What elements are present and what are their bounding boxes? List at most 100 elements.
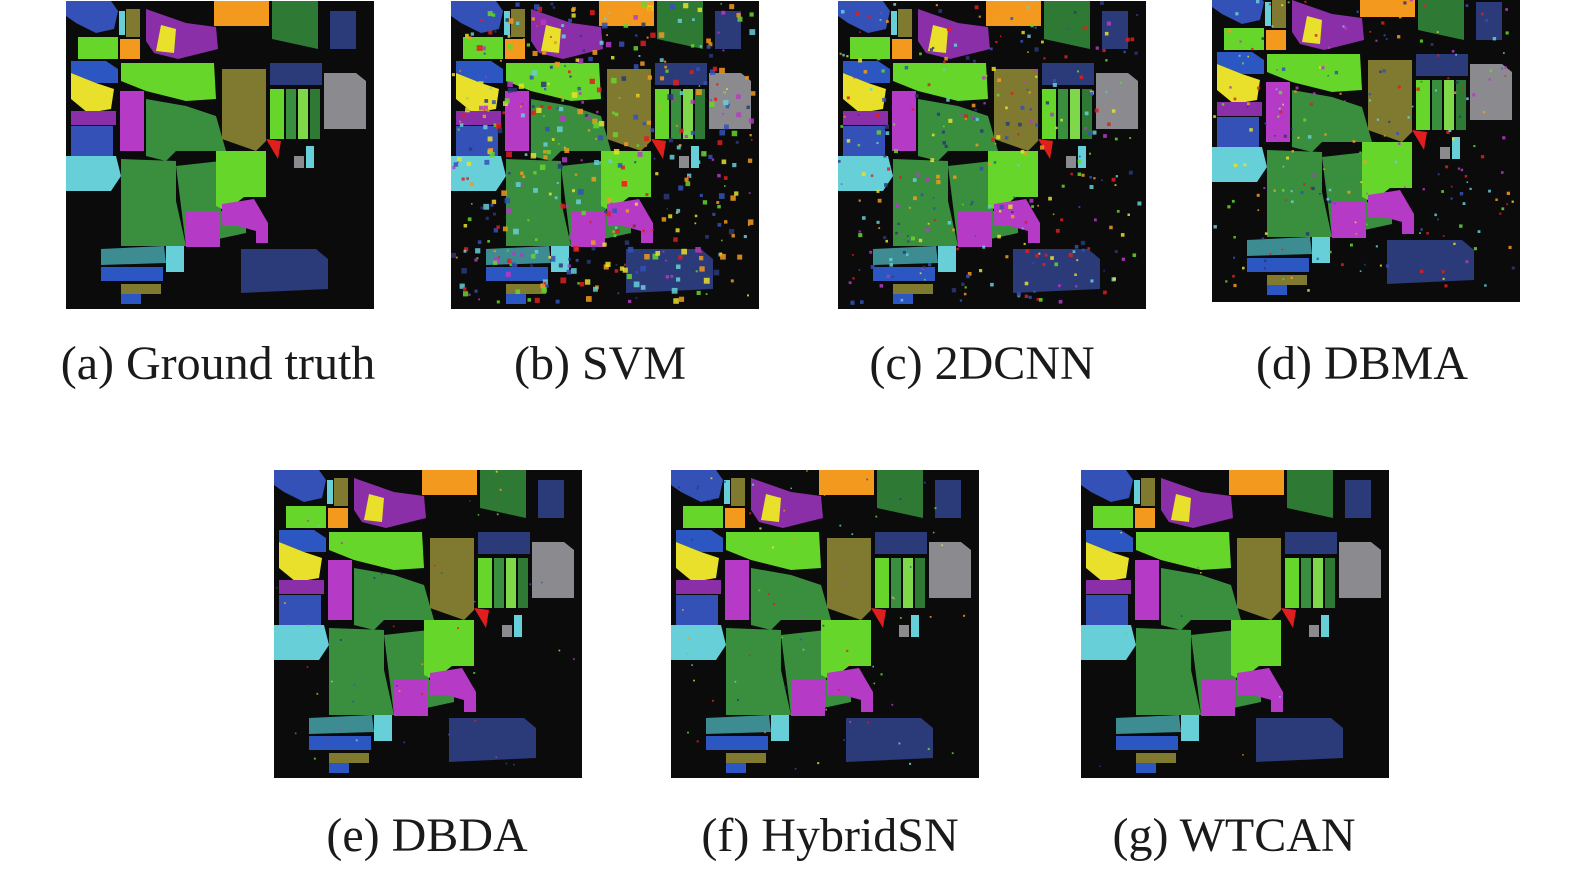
class-region-olive: [731, 478, 745, 506]
noise-pixel: [1277, 115, 1280, 118]
noise-pixel: [1506, 203, 1509, 206]
noise-pixel: [1123, 50, 1126, 54]
noise-pixel: [473, 672, 476, 674]
noise-pixel: [493, 228, 499, 233]
noise-pixel: [1032, 262, 1035, 264]
noise-pixel: [466, 161, 471, 166]
noise-pixel: [507, 44, 513, 49]
noise-pixel: [747, 158, 753, 163]
noise-pixel: [507, 81, 513, 87]
noise-pixel: [732, 163, 737, 168]
noise-pixel: [1444, 284, 1448, 288]
class-region-lightgreen: [216, 151, 266, 211]
noise-pixel: [1436, 31, 1439, 33]
class-region-yellow: [1086, 542, 1129, 582]
panel-caption: (d) DBMA: [1256, 337, 1468, 390]
noise-pixel: [1485, 19, 1488, 22]
classification-map: [66, 1, 374, 309]
noise-pixel: [1095, 46, 1099, 50]
class-region-green: [671, 89, 681, 139]
noise-pixel: [571, 13, 576, 18]
noise-pixel: [1050, 256, 1054, 260]
noise-pixel: [1239, 40, 1242, 43]
class-region-lightgreen: [850, 37, 890, 59]
noise-pixel: [1448, 129, 1452, 132]
noise-pixel: [687, 637, 690, 639]
class-region-yellow: [541, 25, 561, 53]
noise-pixel: [487, 109, 490, 112]
noise-pixel: [586, 259, 591, 264]
noise-pixel: [615, 264, 618, 266]
class-region-olive: [1368, 60, 1412, 142]
class-region-cyan: [66, 156, 121, 191]
noise-pixel: [534, 297, 540, 303]
noise-pixel: [737, 698, 739, 701]
class-region-olive: [607, 69, 651, 151]
noise-pixel: [591, 176, 597, 182]
noise-pixel: [696, 89, 702, 95]
class-region-green: [531, 99, 611, 161]
class-region-blue: [451, 1, 503, 33]
noise-pixel: [857, 143, 861, 147]
noise-pixel: [641, 1, 647, 7]
noise-pixel: [960, 113, 962, 115]
noise-pixel: [884, 183, 888, 187]
noise-pixel: [1437, 54, 1440, 57]
noise-pixel: [1256, 193, 1260, 197]
noise-pixel: [1018, 122, 1022, 127]
noise-pixel: [659, 58, 664, 63]
noise-pixel: [638, 55, 641, 57]
noise-pixel: [932, 46, 935, 50]
noise-pixel: [974, 235, 977, 237]
noise-pixel: [794, 768, 797, 770]
noise-pixel: [662, 250, 665, 253]
noise-pixel: [496, 71, 499, 74]
class-region-olive: [1272, 0, 1286, 28]
noise-pixel: [471, 203, 473, 205]
noise-pixel: [1035, 254, 1039, 258]
noise-pixel: [705, 293, 708, 295]
noise-pixel: [531, 105, 535, 108]
noise-pixel: [690, 130, 695, 135]
noise-pixel: [983, 102, 986, 105]
noise-pixel: [1077, 172, 1082, 176]
noise-pixel: [480, 19, 483, 22]
noise-pixel: [727, 103, 730, 106]
noise-pixel: [1457, 167, 1460, 170]
noise-pixel: [513, 763, 515, 766]
noise-pixel: [679, 91, 684, 95]
noise-pixel: [1127, 213, 1130, 216]
class-region-cyan: [1134, 480, 1140, 504]
noise-pixel: [1213, 115, 1216, 118]
noise-pixel: [1437, 173, 1440, 176]
class-region-lightgreen: [821, 620, 871, 680]
noise-pixel: [729, 4, 735, 10]
noise-pixel: [1364, 263, 1366, 266]
noise-pixel: [573, 246, 579, 252]
noise-pixel: [990, 282, 994, 287]
class-region-red: [1412, 130, 1427, 150]
noise-pixel: [669, 154, 675, 160]
noise-pixel: [975, 143, 979, 147]
class-region-gray: [1470, 64, 1512, 120]
class-region-cyan: [514, 615, 522, 637]
noise-pixel: [946, 27, 951, 32]
class-region-magenta: [430, 668, 476, 712]
noise-pixel: [693, 679, 695, 682]
noise-pixel: [916, 172, 921, 177]
noise-pixel: [894, 149, 898, 154]
noise-pixel: [705, 235, 709, 239]
noise-pixel: [1453, 242, 1456, 245]
noise-pixel: [1323, 64, 1326, 68]
noise-pixel: [1420, 228, 1423, 231]
noise-pixel: [873, 682, 876, 685]
class-region-yellow: [156, 25, 176, 53]
noise-pixel: [531, 17, 535, 21]
class-region-lime: [1313, 558, 1323, 608]
noise-pixel: [505, 18, 509, 22]
noise-pixel: [889, 257, 893, 262]
noise-pixel: [723, 90, 726, 94]
class-region-navy: [875, 532, 927, 554]
noise-pixel: [504, 198, 511, 204]
noise-pixel: [1114, 184, 1117, 186]
